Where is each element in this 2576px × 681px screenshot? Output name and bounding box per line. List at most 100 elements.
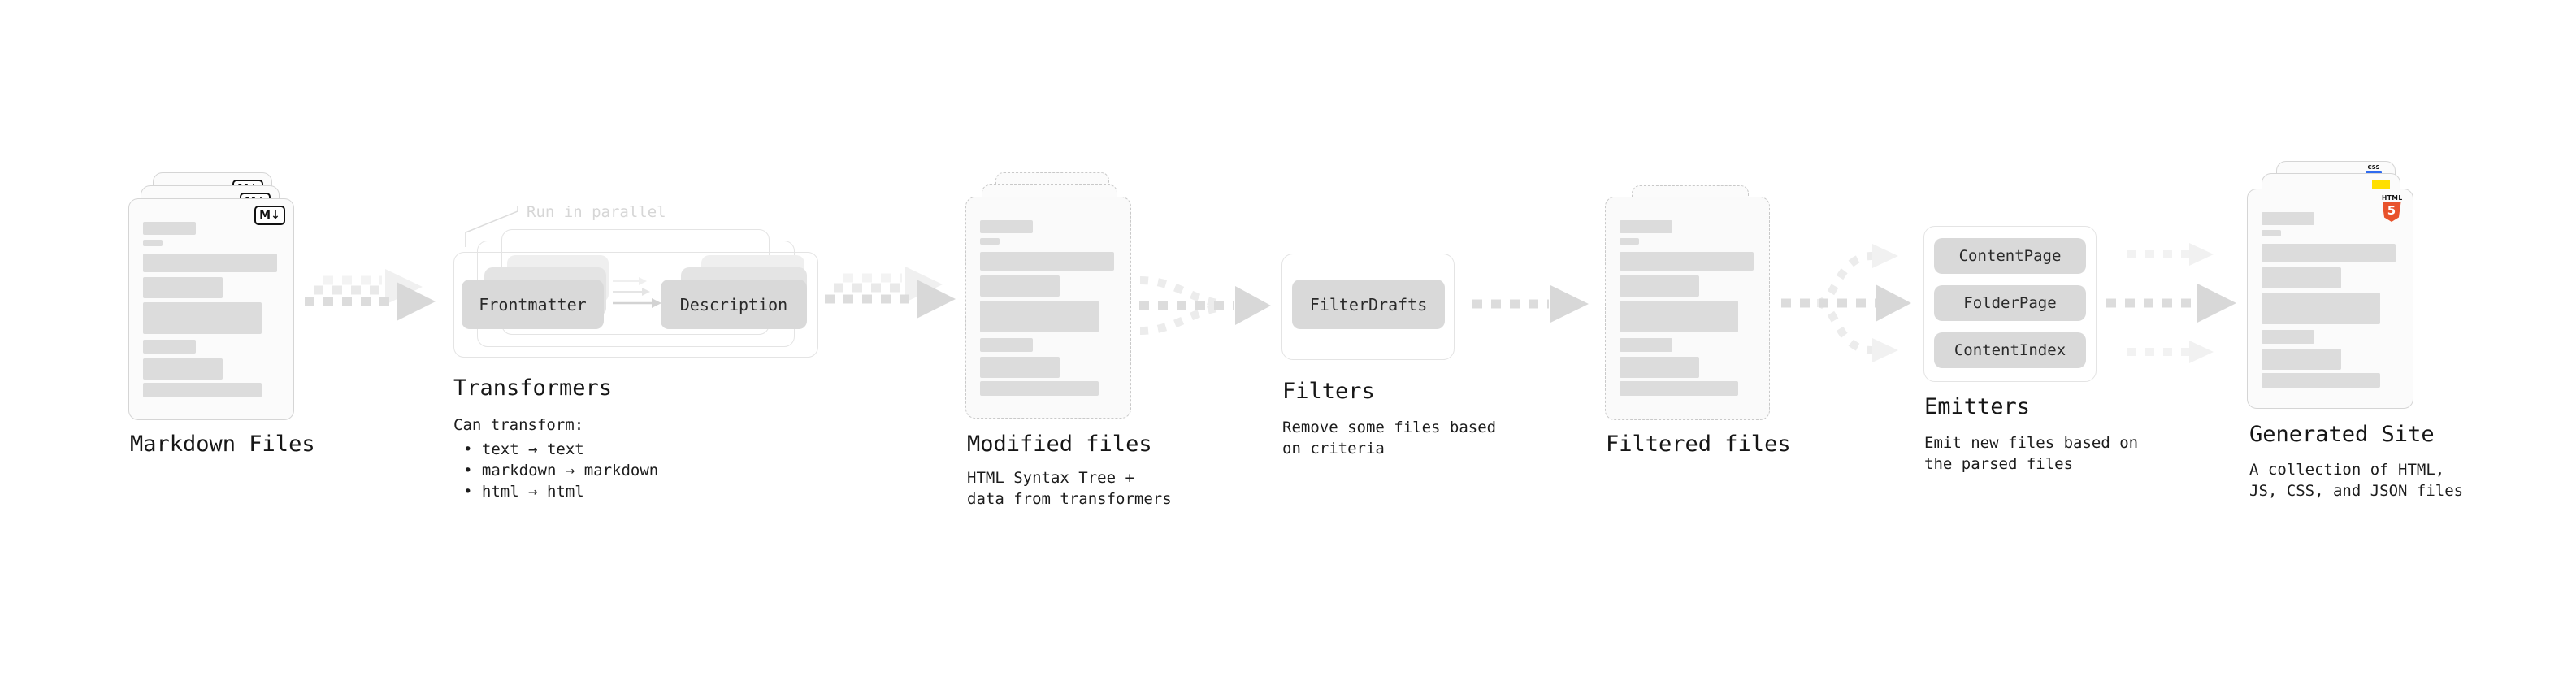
arrowhead bbox=[917, 280, 956, 319]
filters-panel bbox=[1281, 254, 1455, 360]
doc-content-bar bbox=[143, 340, 196, 354]
doc-content-bar bbox=[2262, 373, 2380, 388]
doc-content-bar bbox=[143, 254, 277, 272]
doc-content-bar bbox=[143, 302, 262, 334]
doc-content-bar bbox=[2262, 244, 2396, 262]
filterdrafts-box: FilterDrafts bbox=[1292, 280, 1445, 329]
doc-content-bar bbox=[980, 252, 1114, 271]
filters-caption-line2: on criteria bbox=[1282, 440, 1385, 458]
generated-caption-line1: A collection of HTML, bbox=[2249, 461, 2445, 479]
stage-title-generated-site: Generated Site bbox=[2249, 422, 2435, 447]
doc-content-bar bbox=[2262, 267, 2341, 288]
flow-arrow-transformers-to-modified bbox=[825, 267, 956, 319]
modified-caption-line1: HTML Syntax Tree + bbox=[967, 469, 1134, 487]
note-leader-line bbox=[465, 206, 518, 247]
transformers-bullet: • html → html bbox=[463, 483, 584, 501]
doc-content-bar bbox=[143, 383, 262, 397]
run-in-parallel-note: Run in parallel bbox=[527, 203, 666, 221]
doc-content-bar bbox=[2262, 349, 2341, 370]
doc-content-bar bbox=[980, 338, 1033, 352]
emitters-caption-line2: the parsed files bbox=[1924, 455, 2074, 473]
doc-content-bar bbox=[980, 220, 1033, 233]
doc-content-bar bbox=[2262, 330, 2314, 344]
doc-content-bar bbox=[143, 277, 223, 298]
transformers-caption: Can transform: bbox=[453, 416, 584, 434]
doc-content-bar bbox=[2262, 230, 2281, 236]
flow-arrow-emitters-to-generated bbox=[2106, 243, 2236, 363]
mini-arrowhead bbox=[642, 288, 650, 296]
dashed-curve-bottom bbox=[1816, 299, 1873, 354]
markdown-icon: M↓ bbox=[254, 206, 285, 225]
stage-title-transformers: Transformers bbox=[453, 375, 613, 401]
arrowhead-bottom bbox=[2189, 340, 2214, 363]
arrowhead-top bbox=[1872, 244, 1898, 268]
flow-arrow-filters-to-filtered bbox=[1472, 285, 1589, 323]
doc-content-bar bbox=[1620, 338, 1672, 352]
filtered-file-card-front bbox=[1605, 197, 1770, 420]
generated-file-card-front: HTML 5 bbox=[2247, 189, 2413, 409]
html5-logo-shield: 5 bbox=[2382, 202, 2401, 222]
doc-content-bar bbox=[1620, 252, 1754, 271]
description-box: Description bbox=[661, 280, 807, 329]
frontmatter-box: Frontmatter bbox=[462, 280, 604, 329]
doc-content-lines bbox=[1620, 220, 1754, 396]
modified-file-card-front bbox=[965, 197, 1131, 419]
html5-logo-label: HTML bbox=[2382, 194, 2403, 202]
mini-arrowhead bbox=[639, 277, 647, 285]
doc-content-bar bbox=[143, 240, 163, 246]
contentindex-box: ContentIndex bbox=[1934, 332, 2086, 368]
arrowhead bbox=[1550, 285, 1589, 323]
stage-title-emitters: Emitters bbox=[1924, 394, 2031, 419]
doc-content-bar bbox=[1620, 381, 1738, 396]
doc-content-bar bbox=[1620, 275, 1699, 297]
arrowhead bbox=[1235, 286, 1271, 325]
doc-content-lines bbox=[980, 220, 1114, 396]
emitters-panel bbox=[1923, 226, 2097, 382]
doc-content-bar bbox=[980, 381, 1099, 396]
doc-content-bar bbox=[980, 301, 1099, 332]
doc-content-bar bbox=[2262, 212, 2314, 225]
folderpage-box: FolderPage bbox=[1934, 285, 2086, 321]
dashed-curve-bottom bbox=[1139, 303, 1225, 335]
flow-arrow-markdown-to-transformers bbox=[305, 269, 436, 321]
emitters-caption-line1: Emit new files based on bbox=[1924, 434, 2139, 452]
modified-caption-line2: data from transformers bbox=[967, 490, 1172, 508]
transformers-bullet: • text → text bbox=[463, 440, 584, 458]
doc-content-bar bbox=[143, 358, 223, 380]
stage-title-modified-files: Modified files bbox=[967, 432, 1152, 457]
arrowhead-bottom bbox=[1872, 338, 1898, 362]
arrowhead bbox=[1876, 284, 1911, 322]
html5-logo-number: 5 bbox=[2387, 203, 2396, 218]
transformer-panel-front bbox=[453, 252, 818, 358]
doc-content-bar bbox=[980, 357, 1060, 378]
arrowhead bbox=[397, 282, 436, 321]
doc-content-lines bbox=[2262, 212, 2396, 388]
doc-content-bar bbox=[1620, 357, 1699, 378]
generated-caption-line2: JS, CSS, and JSON files bbox=[2249, 482, 2464, 500]
doc-content-bar bbox=[143, 222, 196, 235]
transform-arrows bbox=[613, 277, 661, 308]
stage-title-markdown-files: Markdown Files bbox=[130, 432, 315, 457]
arrowhead-top bbox=[2189, 243, 2214, 266]
html5-logo-icon: HTML 5 bbox=[2382, 194, 2403, 222]
contentpage-box: ContentPage bbox=[1934, 238, 2086, 274]
markdown-file-card-front: M↓ bbox=[128, 198, 294, 420]
doc-content-bar bbox=[1620, 238, 1639, 245]
mini-arrowhead bbox=[652, 298, 661, 308]
transformers-bullet: • markdown → markdown bbox=[463, 462, 659, 479]
dashed-curve-top bbox=[1816, 252, 1873, 307]
doc-content-bar bbox=[2262, 293, 2380, 324]
doc-content-bar bbox=[980, 238, 1000, 245]
doc-content-bar bbox=[1620, 301, 1738, 332]
dashed-curve-top bbox=[1139, 276, 1225, 308]
js-file-icon bbox=[2372, 180, 2390, 189]
leader-line bbox=[465, 206, 518, 247]
arrowhead-middle bbox=[2197, 284, 2236, 323]
flow-arrow-modified-to-filters bbox=[1139, 276, 1271, 335]
doc-content-lines bbox=[143, 222, 277, 397]
css-icon-label: CSS bbox=[2367, 164, 2380, 171]
doc-content-bar bbox=[1620, 220, 1672, 233]
stage-title-filtered-files: Filtered files bbox=[1606, 432, 1791, 457]
stage-title-filters: Filters bbox=[1282, 379, 1375, 404]
